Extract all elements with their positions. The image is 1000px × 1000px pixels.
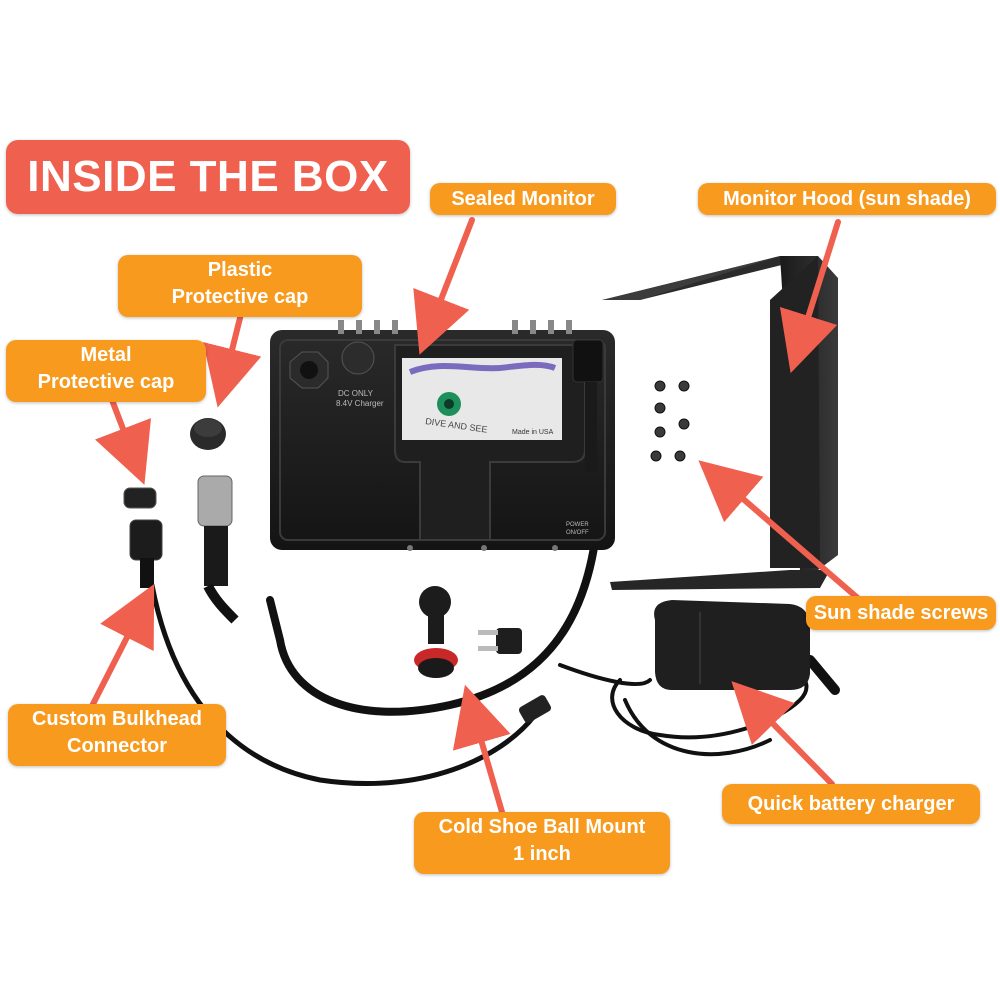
bulkhead-label: Custom Bulkhead Connector [8, 704, 226, 766]
ball-mount-label-line2: 1 inch [513, 843, 571, 865]
device-dc-text-1: DC ONLY [338, 389, 374, 398]
device-power-text-2: ON/OFF [566, 530, 589, 536]
battery-charger-label: Quick battery charger [722, 784, 980, 824]
plastic-protective-cap [190, 418, 226, 450]
plastic-cap-label-line2: Protective cap [171, 286, 309, 308]
ball-mount-label-line1: Cold Shoe Ball Mount [438, 816, 646, 838]
usb-c-plug [518, 695, 552, 723]
sun-shade-screws-label: Sun shade screws [806, 596, 996, 630]
cable-connector [197, 475, 239, 624]
monitor-hood-label: Monitor Hood (sun shade) [698, 183, 996, 215]
bulkhead-connector [129, 519, 163, 588]
wall-plug [478, 628, 522, 654]
bulkhead-label-line1: Custom Bulkhead [31, 708, 203, 730]
battery-charger [654, 600, 810, 690]
metal-protective-cap [123, 487, 157, 509]
plastic-cap-label: Plastic Protective cap [118, 255, 362, 317]
sealed-monitor [270, 320, 615, 551]
metal-cap-label-line1: Metal [80, 344, 132, 366]
device-dc-text-2: 8.4V Charger [336, 399, 384, 408]
plastic-cap-label-line1: Plastic [207, 259, 273, 281]
callout-arrows [89, 217, 863, 815]
monitor-hood [602, 256, 838, 590]
sealed-monitor-label: Sealed Monitor [430, 183, 616, 215]
cold-shoe-ball-mount [414, 586, 458, 678]
bulkhead-label-line2: Connector [67, 735, 167, 757]
device-power-text-1: POWER [566, 522, 589, 528]
metal-cap-label-line2: Protective cap [37, 371, 175, 393]
metal-cap-label: Metal Protective cap [6, 340, 206, 402]
page-title: INSIDE THE BOX [6, 140, 410, 214]
sun-shade-screws [650, 380, 690, 462]
ball-mount-label: Cold Shoe Ball Mount 1 inch [414, 812, 670, 874]
device-made-in-text: Made in USA [512, 429, 554, 436]
